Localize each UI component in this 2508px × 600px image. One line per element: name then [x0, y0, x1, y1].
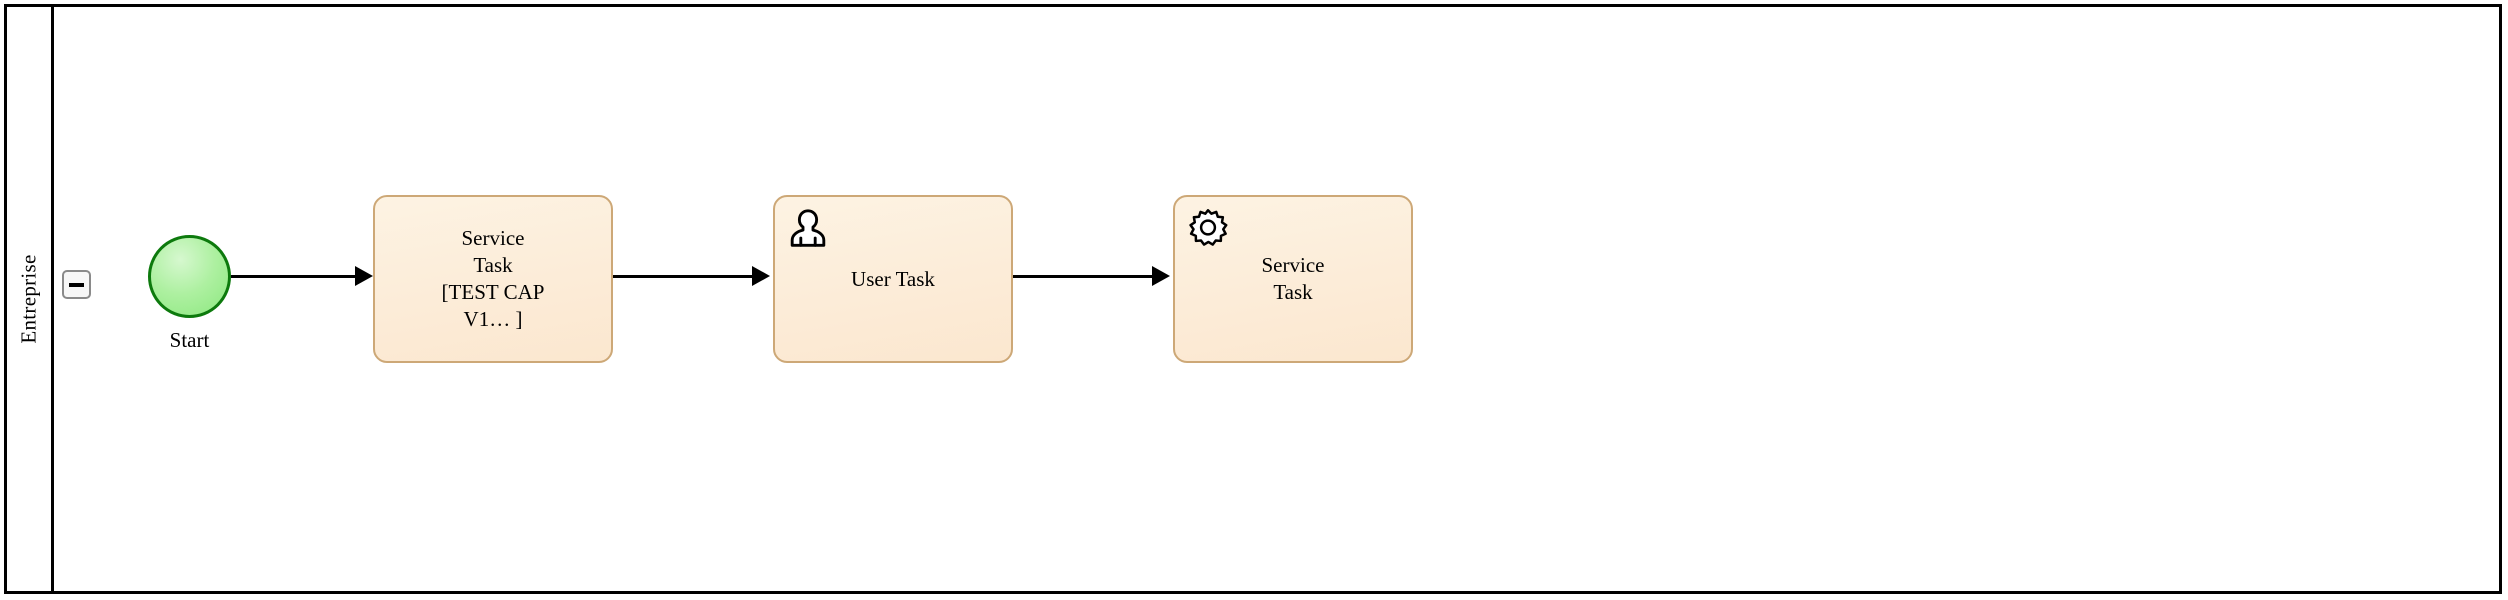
gear-icon: [1189, 209, 1228, 246]
start-event[interactable]: [148, 235, 231, 318]
sequence-flow-3-arrowhead: [1152, 266, 1170, 286]
minus-icon: [69, 282, 84, 287]
pool-header: Entreprise: [7, 7, 54, 591]
pool-lane-label: Entreprise: [16, 254, 41, 344]
lane-collapse-button[interactable]: [62, 270, 91, 299]
task-service-test-cap-label: Service Task [TEST CAP V1… ]: [441, 226, 545, 331]
user-icon: [790, 209, 826, 247]
sequence-flow-2[interactable]: [613, 275, 757, 278]
task-service[interactable]: Service Task: [1173, 195, 1413, 363]
start-event-label: Start: [169, 328, 210, 352]
task-user-label: User Task: [851, 266, 935, 291]
task-user[interactable]: User Task: [773, 195, 1013, 363]
sequence-flow-1-arrowhead: [355, 266, 373, 286]
sequence-flow-1[interactable]: [231, 275, 361, 278]
sequence-flow-3[interactable]: [1013, 275, 1157, 278]
pool-entreprise[interactable]: Entreprise: [4, 4, 2502, 594]
task-service-label: Service Task: [1261, 253, 1325, 304]
task-service-test-cap[interactable]: Service Task [TEST CAP V1… ]: [373, 195, 613, 363]
sequence-flow-2-arrowhead: [752, 266, 770, 286]
